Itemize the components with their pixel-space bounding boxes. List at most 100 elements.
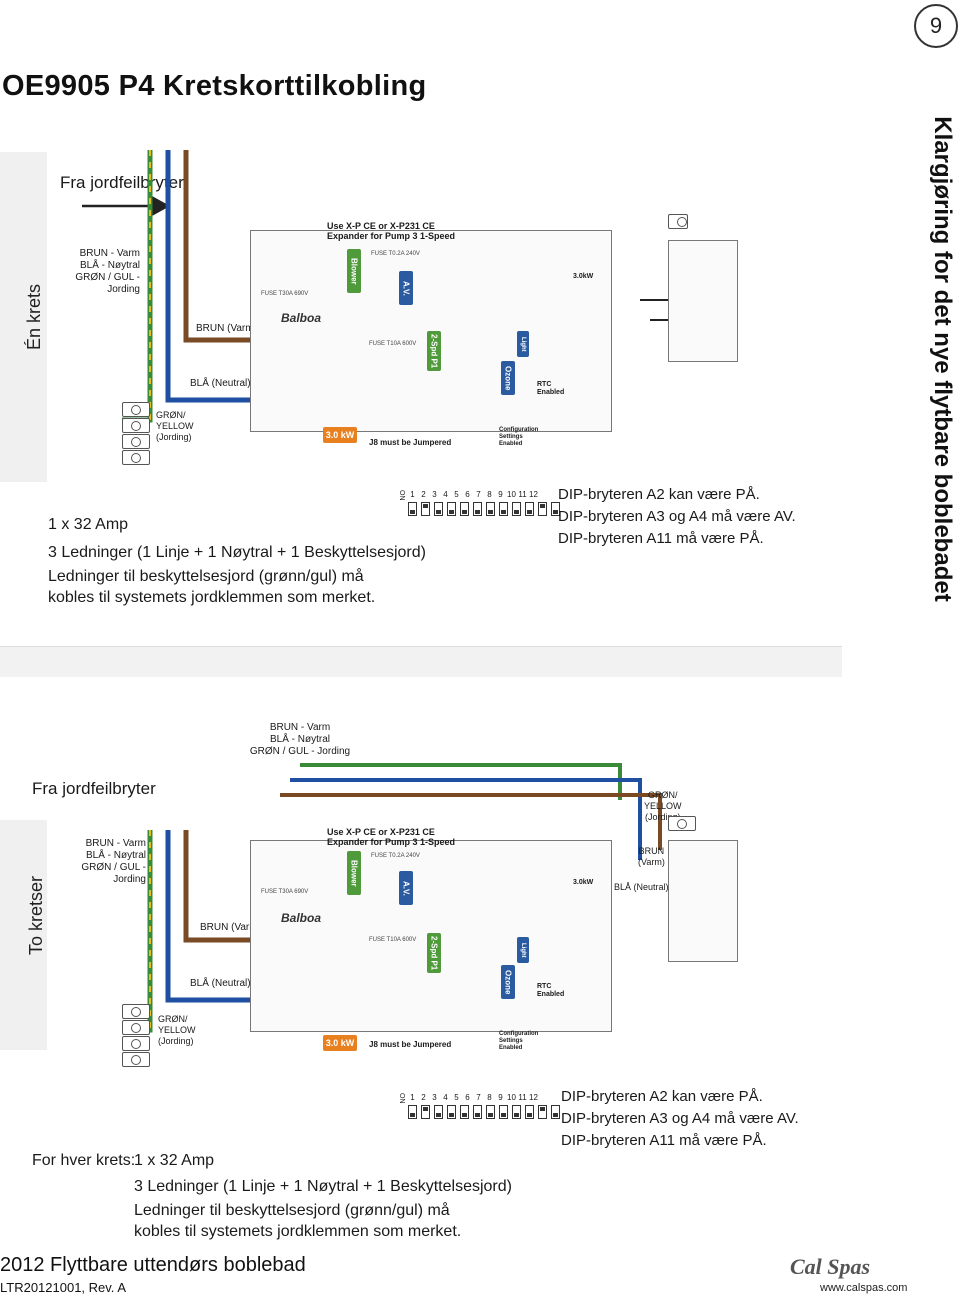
section2-brown-label: BRUN (Varm) bbox=[200, 922, 261, 933]
dip-note: DIP-bryteren A3 og A4 må være AV. bbox=[558, 508, 796, 525]
dip-number: 4 bbox=[443, 490, 448, 499]
expander-note-line: Expander for Pump 3 1-Speed bbox=[327, 231, 456, 241]
dip-number: 9 bbox=[498, 490, 503, 499]
ground-terminal bbox=[668, 816, 696, 831]
dip-number: 1 bbox=[410, 490, 415, 499]
dip-switch-toggle bbox=[434, 502, 443, 516]
dip-number: 7 bbox=[476, 1093, 481, 1102]
ground-note-line: Ledninger til beskyttelsesjord (grønn/gu… bbox=[48, 568, 364, 585]
rtc-line: Enabled bbox=[537, 991, 565, 998]
section2-expander-board bbox=[668, 840, 738, 962]
section1-band bbox=[0, 152, 47, 482]
ground-terminal bbox=[122, 1052, 150, 1067]
dip-switch-toggle bbox=[434, 1105, 443, 1119]
legend-line: BRUN - Varm bbox=[269, 722, 331, 733]
brown-label-line: BRUN bbox=[638, 846, 665, 856]
dip-switch-toggle bbox=[421, 502, 430, 516]
dip-number: 2 bbox=[421, 490, 426, 499]
dip-note: DIP-bryteren A11 må være PÅ. bbox=[561, 1132, 767, 1149]
pump-connector: 2-Spd P1 bbox=[427, 331, 441, 371]
section2-top-legend: BRUN - Varm BLÅ - Nøytral GRØN / GUL - J… bbox=[240, 722, 360, 758]
dip-number: 10 bbox=[507, 490, 516, 499]
page-number: 9 bbox=[929, 13, 943, 38]
page-number-badge: 9 bbox=[914, 4, 958, 48]
dip-on-label: ON bbox=[398, 1093, 405, 1104]
dip-number: 12 bbox=[529, 490, 538, 499]
dip-number: 4 bbox=[443, 1093, 448, 1102]
brand-logo: Balboa bbox=[281, 911, 322, 925]
dip-switches bbox=[408, 1105, 560, 1119]
dip-number: 12 bbox=[529, 1093, 538, 1102]
ground-terminal bbox=[122, 1004, 150, 1019]
rtc-line: RTC bbox=[537, 381, 552, 388]
section1-wires-desc: 3 Ledninger (1 Linje + 1 Nøytral + 1 Bes… bbox=[48, 544, 426, 561]
section1-wire-legend: BRUN - Varm BLÅ - Nøytral GRØN / GUL - J… bbox=[60, 248, 140, 296]
ground-terminal bbox=[122, 418, 150, 433]
right-kw-label: 3.0kW bbox=[573, 879, 594, 886]
page-title: OE9905 P4 Kretskorttilkobling bbox=[2, 70, 427, 102]
fuse-label: FUSE T0.2A 240V bbox=[371, 853, 420, 859]
ground-label-line: GRØN/ bbox=[648, 790, 678, 800]
legend-brown: BRUN - Varm bbox=[79, 248, 140, 259]
footer-url[interactable]: www.calspas.com bbox=[820, 1282, 908, 1294]
av-connector: A.V. bbox=[399, 271, 413, 305]
blower-connector: Blower bbox=[347, 851, 361, 895]
section2-wire-legend: BRUN - Varm BLÅ - Nøytral GRØN / GUL - J… bbox=[60, 838, 146, 886]
dip-number: 3 bbox=[432, 490, 437, 499]
dip-switch-toggle bbox=[538, 1105, 547, 1119]
ground-note-line: kobles til systemets jordklemmen som mer… bbox=[48, 589, 376, 606]
legend-ground: GRØN / GUL - Jording bbox=[75, 272, 140, 295]
section2-per-circuit: For hver krets: bbox=[32, 1152, 136, 1169]
ground-note-line: Ledninger til beskyttelsesjord (grønn/gu… bbox=[134, 1202, 450, 1219]
settings-line: Enabled bbox=[499, 1045, 523, 1051]
dip-switch-toggle bbox=[460, 502, 469, 516]
section2-right-brown: BRUN (Varm) bbox=[638, 846, 665, 868]
dip-switch-toggle bbox=[499, 502, 508, 516]
ground-label-line: GRØN/ bbox=[156, 410, 186, 420]
dip-switch-toggle bbox=[473, 502, 482, 516]
section2-band bbox=[0, 820, 47, 1050]
ground-label-line: YELLOW bbox=[158, 1025, 196, 1035]
ground-label-line: (Jording) bbox=[645, 812, 681, 822]
dip-switch-toggle bbox=[473, 1105, 482, 1119]
section1-ground-note: Ledninger til beskyttelsesjord (grønn/gu… bbox=[48, 566, 375, 608]
fuse-label: FUSE T30A 690V bbox=[261, 291, 309, 297]
ground-note-line: kobles til systemets jordklemmen som mer… bbox=[134, 1223, 462, 1240]
ground-label-line: YELLOW bbox=[644, 801, 682, 811]
section2-from-gfci: Fra jordfeilbryter bbox=[32, 779, 156, 798]
dip-number: 8 bbox=[487, 1093, 492, 1102]
section2-amp: 1 x 32 Amp bbox=[134, 1152, 215, 1169]
dip-number: 6 bbox=[465, 490, 470, 499]
dip-number: 2 bbox=[421, 1093, 426, 1102]
section2-wires-desc: 3 Ledninger (1 Linje + 1 Nøytral + 1 Bes… bbox=[134, 1178, 512, 1195]
settings-line: Configuration bbox=[499, 1031, 539, 1037]
brown-label-line: (Varm) bbox=[638, 857, 665, 867]
ground-label-line: (Jording) bbox=[156, 432, 192, 442]
legend-line: GRØN / GUL - Jording bbox=[249, 746, 351, 757]
dip-note: DIP-bryteren A2 kan være PÅ. bbox=[558, 486, 760, 503]
dip-switch-toggle bbox=[525, 502, 534, 516]
dip-number: 11 bbox=[518, 1093, 527, 1102]
fuse-label: FUSE T10A 600V bbox=[369, 341, 417, 347]
heater-kw-badge: 3.0 kW bbox=[323, 427, 357, 443]
dip-switch-toggle bbox=[447, 502, 456, 516]
section2-ground-label: GRØN/ YELLOW (Jording) bbox=[158, 1014, 196, 1047]
jumper-note: J8 must be Jumpered bbox=[369, 438, 452, 447]
rtc-line: Enabled bbox=[537, 389, 565, 396]
ground-terminal bbox=[122, 434, 150, 449]
dip-number: 5 bbox=[454, 490, 459, 499]
right-kw-label: 3.0kW bbox=[573, 273, 594, 280]
dip-switch-toggle bbox=[421, 1105, 430, 1119]
ground-terminal bbox=[122, 450, 150, 465]
jumper-note: J8 must be Jumpered bbox=[369, 1040, 452, 1049]
settings-line: Settings bbox=[499, 434, 523, 440]
dip-switch-toggle bbox=[486, 502, 495, 516]
settings-label: Configuration Settings Enabled bbox=[499, 1031, 538, 1052]
fuse-label: FUSE T0.2A 240V bbox=[371, 251, 420, 257]
expander-note: Use X-P CE or X-P231 CE Expander for Pum… bbox=[327, 827, 455, 847]
light-connector: Light bbox=[517, 937, 529, 963]
dip-switch-toggle bbox=[525, 1105, 534, 1119]
heater-kw-badge: 3.0 kW bbox=[323, 1035, 357, 1051]
dip-switch-toggle bbox=[512, 1105, 521, 1119]
